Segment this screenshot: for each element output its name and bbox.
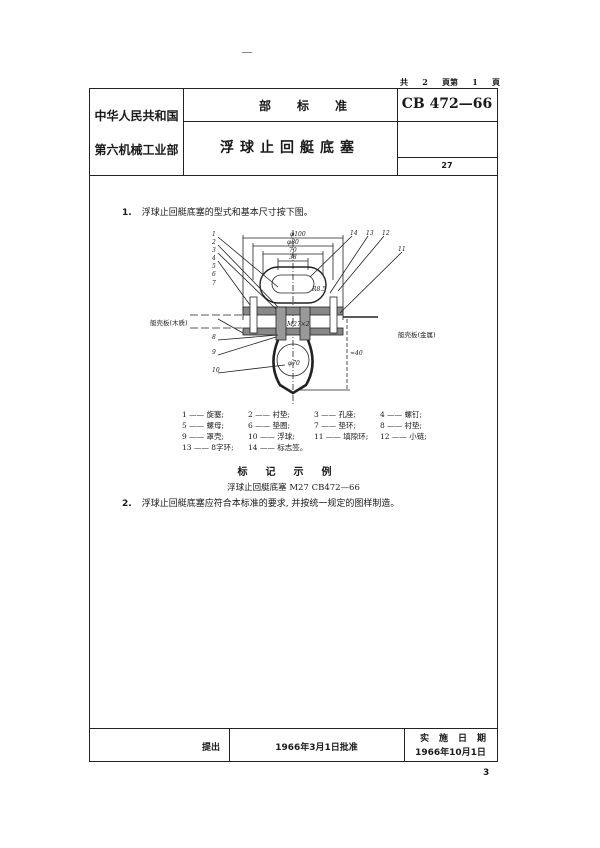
divider — [397, 157, 497, 158]
current-page: 1 — [472, 77, 478, 87]
divider — [183, 89, 184, 175]
dim-height: ≈40 — [350, 350, 363, 357]
legend-item: 1 —— 旋塞; — [182, 410, 225, 419]
legend-item: 9 —— 罩壳; — [182, 432, 225, 441]
legend-item: 4 —— 螺钉; — [380, 410, 423, 419]
document-frame: 中华人民共和国 第六机械工业部 部标准 浮球止回艇底塞 CB 472—66 27… — [89, 88, 498, 762]
clause-1: 1. 浮球止回艇底塞的型式和基本尺寸按下图。 — [122, 205, 313, 218]
effective-date: 1966年10月1日 — [415, 748, 486, 758]
legend-item: 5 —— 螺母; — [182, 421, 225, 430]
label-3: 3 — [212, 247, 216, 254]
clause-2: 2. 浮球止回艇底塞应符合本标准的要求, 并按统一规定的图样制造。 — [122, 496, 399, 509]
total-label: 共 — [400, 77, 408, 87]
divider — [404, 728, 405, 762]
page-info: 共 2 頁第 1 頁 — [400, 77, 500, 88]
label-13: 13 — [366, 230, 374, 237]
legend-item: 12 —— 小链; — [380, 432, 427, 441]
legend-item: 6 —— 垫圈; — [248, 421, 291, 430]
legend-item: 10 —— 浮球; — [248, 432, 295, 441]
dim-phi100: φ100 — [290, 231, 306, 238]
standard-code: CB 472—66 — [401, 96, 493, 112]
legend-item: 8 —— 衬垫; — [380, 421, 423, 430]
class-number: 27 — [441, 161, 453, 170]
clause-number: 1. — [122, 208, 132, 218]
legend-item: 7 —— 垫环; — [314, 421, 357, 430]
float-plug-drawing: φ100 φ80 70 38 R8.5 M27×2 φ70 ≈40 1 2 3 … — [150, 230, 436, 405]
legend-row: 5 —— 螺母; 6 —— 垫圈; 7 —— 垫环; 8 —— 衬垫; — [182, 420, 446, 431]
divider — [183, 121, 497, 122]
country-name: 中华人民共和国 — [94, 109, 179, 123]
label-9: 9 — [212, 349, 216, 356]
marking-heading: 标记示例 — [237, 467, 350, 478]
clause-number: 2. — [122, 499, 132, 509]
legend-row: 13 —— 8字环; 14 —— 标志签。 — [182, 442, 446, 453]
dim-thread: M27×2 — [286, 321, 310, 328]
label-6: 6 — [212, 271, 216, 278]
divider — [229, 728, 230, 762]
label-2: 2 — [211, 239, 216, 246]
label-12: 12 — [382, 230, 390, 237]
label-11: 11 — [398, 246, 406, 253]
parts-legend: 1 —— 旋塞; 2 —— 衬垫; 3 —— 孔座; 4 —— 螺钉; 5 ——… — [182, 409, 446, 453]
scan-mark — [242, 52, 252, 53]
clause-text: 浮球止回艇底塞的型式和基本尺寸按下图。 — [141, 208, 313, 218]
label-7: 7 — [212, 280, 216, 287]
dim-phi70: φ70 — [288, 360, 300, 367]
callout-wood-hull: 艇壳板(木质) — [150, 318, 188, 327]
effective-label: 实施日期 — [419, 734, 496, 744]
total-pages: 2 — [422, 77, 428, 87]
page-number: 3 — [483, 768, 490, 778]
page-suffix: 頁 — [491, 77, 500, 87]
label-8: 8 — [212, 334, 216, 341]
legend-item: 2 —— 衬垫; — [248, 410, 291, 419]
legend-item: 14 —— 标志签。 — [248, 443, 308, 452]
approval-date: 1966年3月1日批准 — [275, 743, 358, 753]
dim-r85: R8.5 — [311, 286, 326, 293]
clause-text: 浮球止回艇底塞应符合本标准的要求, 并按统一规定的图样制造。 — [141, 499, 400, 509]
legend-item: 3 —— 孔座; — [314, 410, 357, 419]
legend-row: 9 —— 罩壳; 10 —— 浮球; 11 —— 填隙环; 12 —— 小链; — [182, 431, 446, 442]
divider — [90, 175, 497, 176]
proposed-by: 提出 — [201, 743, 220, 753]
dim-70: 70 — [289, 247, 297, 254]
legend-item: 13 —— 8字环; — [182, 443, 234, 452]
callout-metal-hull: 艇壳板(金属) — [398, 330, 436, 339]
label-14: 14 — [350, 230, 358, 237]
dim-phi80: φ80 — [287, 239, 299, 246]
label-10: 10 — [212, 367, 220, 374]
label-4: 4 — [211, 255, 216, 262]
ministry-name: 第六机械工业部 — [94, 143, 179, 157]
label-1: 1 — [212, 231, 216, 238]
page-label: 頁第 — [441, 77, 458, 87]
standard-type: 部标准 — [258, 99, 373, 113]
document-title: 浮球止回艇底塞 — [220, 140, 360, 156]
marking-example: 浮球止回艇底塞 M27 CB472—66 — [227, 483, 360, 493]
divider — [90, 728, 497, 729]
legend-row: 1 —— 旋塞; 2 —— 衬垫; 3 —— 孔座; 4 —— 螺钉; — [182, 409, 446, 420]
dim-38: 38 — [289, 254, 297, 261]
divider — [397, 89, 398, 175]
label-5: 5 — [212, 263, 216, 270]
legend-item: 11 —— 填隙环; — [314, 432, 369, 441]
